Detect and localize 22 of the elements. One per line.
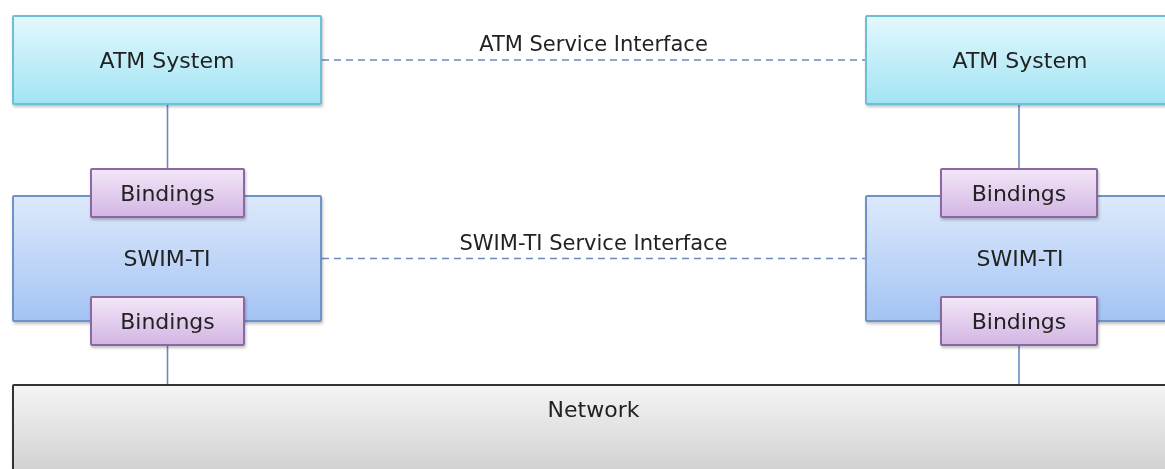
bindings-box xyxy=(940,168,1098,218)
bindings-box xyxy=(940,296,1098,346)
dashed-connector xyxy=(321,257,866,260)
bindings-box xyxy=(90,296,245,346)
node-label: Network xyxy=(547,396,640,422)
node-label: Bindings xyxy=(971,308,1067,334)
node-label: SWIM-TI xyxy=(123,246,211,271)
node-label: Bindings xyxy=(971,180,1067,206)
dashed-connector xyxy=(321,59,866,61)
connector-line xyxy=(1018,104,1020,169)
connector-line xyxy=(166,345,169,385)
node-label: ATM System xyxy=(952,47,1088,73)
bindings-box xyxy=(90,168,245,218)
system-box xyxy=(12,15,322,105)
system-box xyxy=(865,15,1165,105)
node-label: ATM System xyxy=(99,47,235,73)
network-bar xyxy=(12,384,1165,469)
node-label: SWIM-TI xyxy=(976,246,1064,271)
node-label: Bindings xyxy=(120,308,215,334)
node-label: Bindings xyxy=(120,180,215,206)
connector-line xyxy=(1018,345,1020,385)
connector-line xyxy=(166,104,169,169)
